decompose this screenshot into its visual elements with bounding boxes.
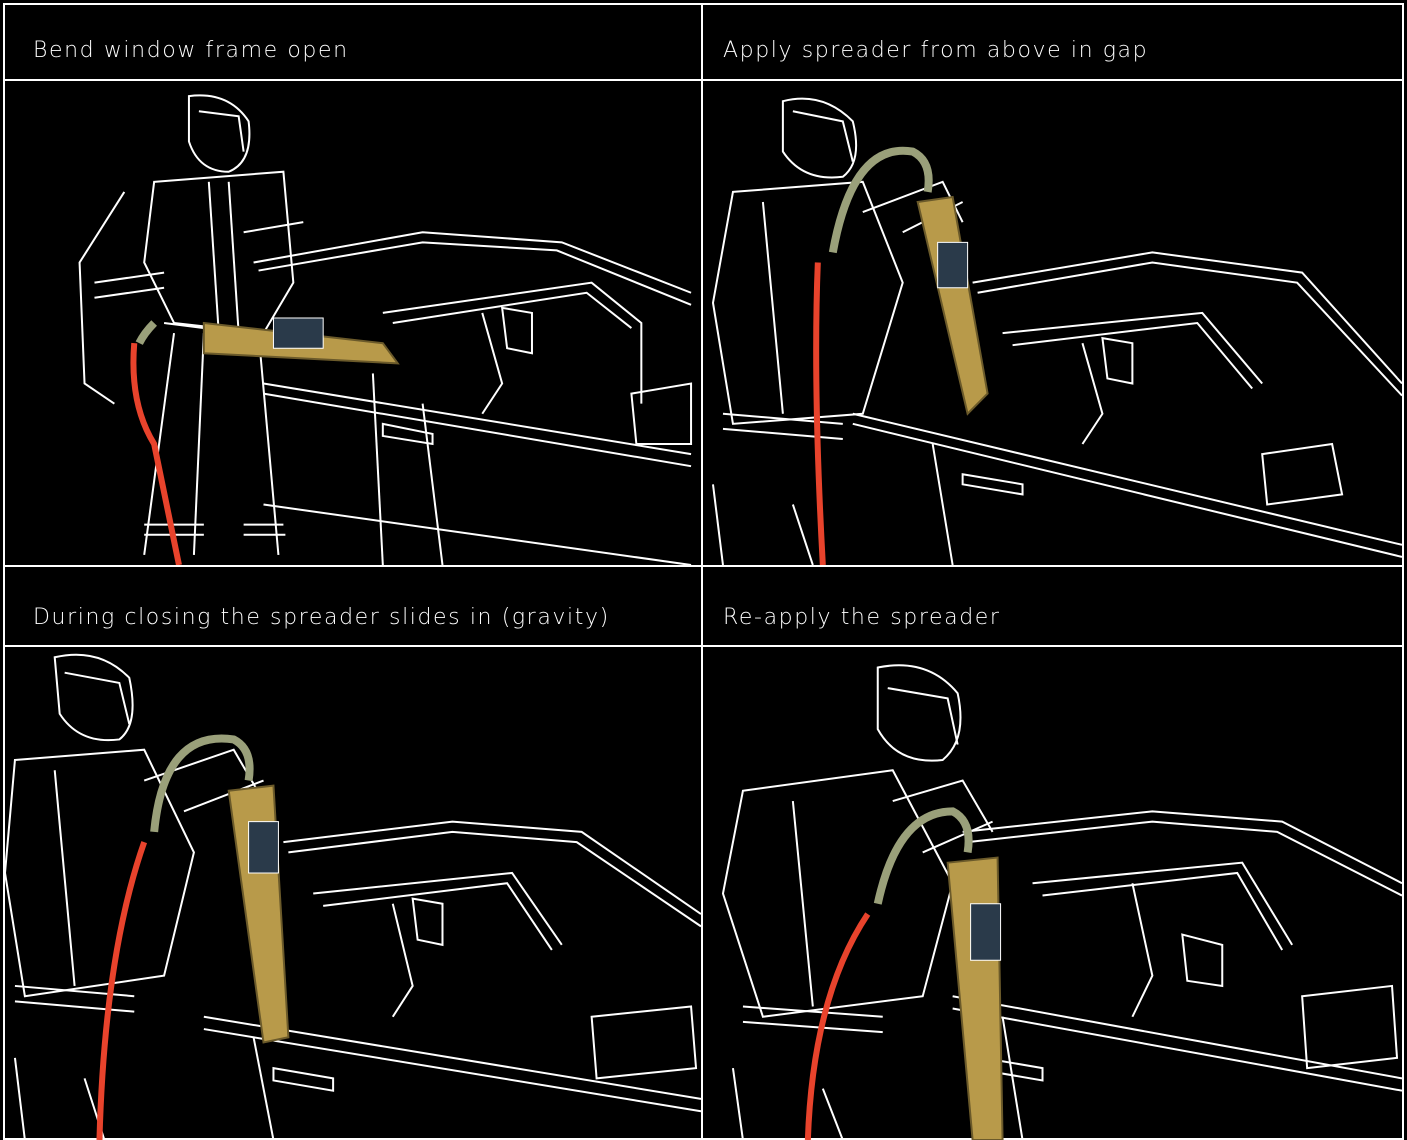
- rescuer-spreader-car-illustration: [703, 81, 1402, 565]
- panel-caption: Re-apply the spreader: [723, 605, 1001, 630]
- scene-illustration: [5, 647, 701, 1140]
- rescuer-spreader-car-illustration: [5, 647, 701, 1140]
- scene-illustration: [703, 647, 1402, 1140]
- panel-caption: Bend window frame open: [33, 38, 349, 63]
- divider-middle: [3, 565, 1404, 567]
- rescuer-spreader-car-illustration: [5, 81, 701, 565]
- scene-illustration: [5, 81, 701, 565]
- panel-caption: Apply spreader from above in gap: [723, 38, 1148, 63]
- panel-caption: During closing the spreader slides in (g…: [33, 605, 610, 630]
- scene-illustration: [703, 81, 1402, 565]
- rescuer-spreader-car-illustration: [703, 647, 1402, 1140]
